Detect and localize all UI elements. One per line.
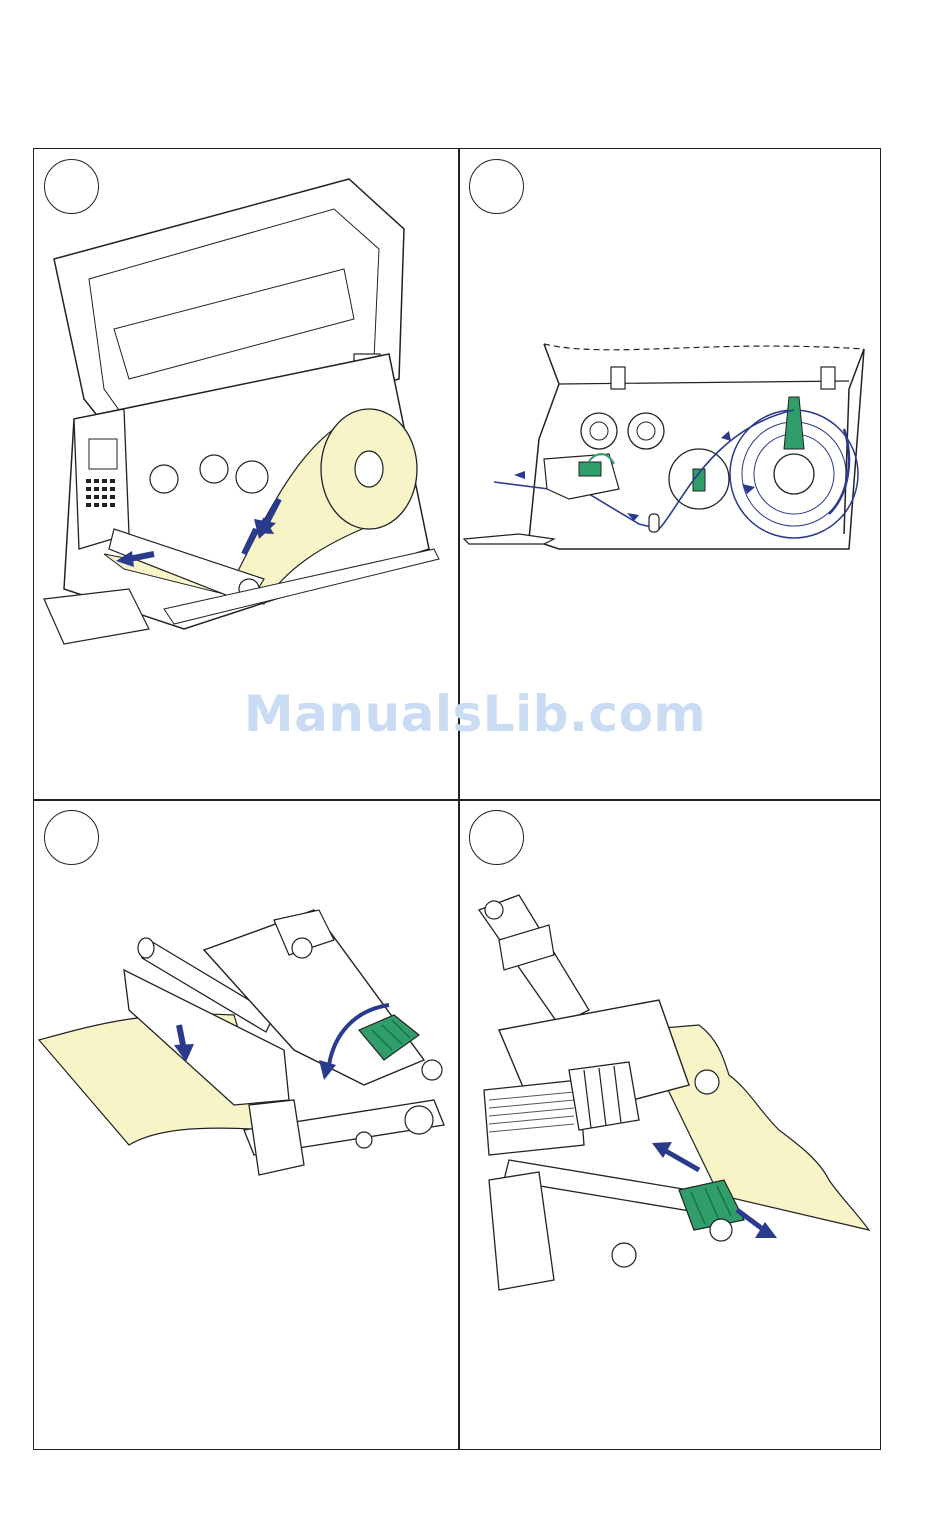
- step-panel-1: [34, 149, 457, 799]
- step-panel-2: [459, 149, 882, 799]
- instruction-grid: [33, 148, 881, 1450]
- step-panel-4: [459, 800, 882, 1450]
- media-path-diagram: [459, 149, 882, 799]
- media-guide-illustration: [459, 800, 882, 1450]
- printer-open-cover-illustration: [34, 149, 457, 799]
- printhead-lever-illustration: [34, 800, 457, 1450]
- step-panel-3: [34, 800, 457, 1450]
